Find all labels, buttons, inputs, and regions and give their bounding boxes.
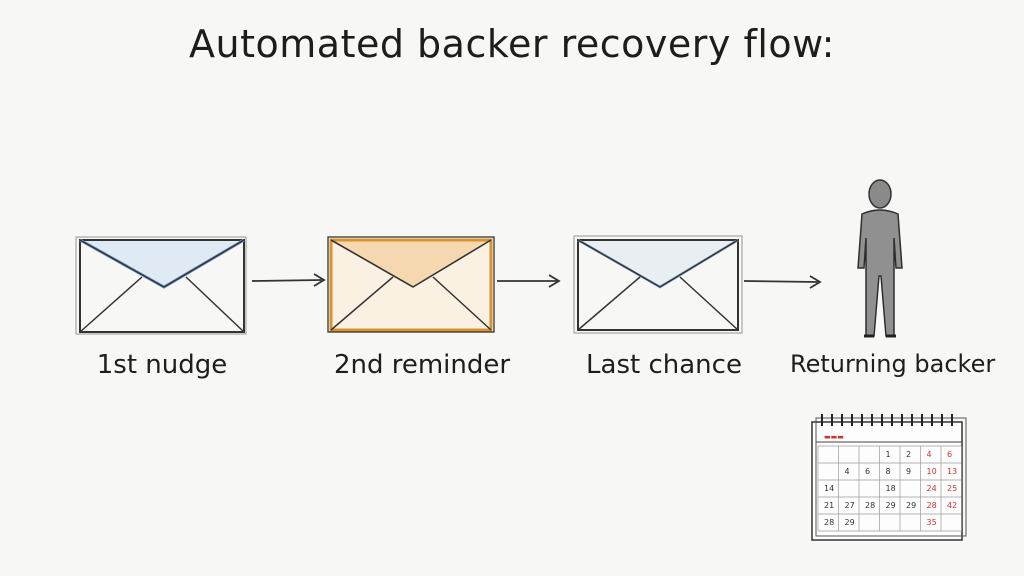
step-label-3: Last chance xyxy=(586,350,742,380)
calendar-day: 1 xyxy=(886,450,891,459)
arrow-2 xyxy=(497,274,561,288)
calendar-day: 42 xyxy=(947,501,957,510)
calendar-day: 9 xyxy=(906,467,911,476)
calendar-day: 28 xyxy=(824,518,834,527)
calendar-day: 13 xyxy=(947,467,957,476)
envelope-icon-step-3 xyxy=(573,235,743,334)
person-icon xyxy=(857,179,903,338)
calendar-day: 29 xyxy=(906,501,916,510)
calendar-day: 4 xyxy=(845,467,850,476)
calendar-day: 28 xyxy=(927,501,937,510)
calendar-day: 24 xyxy=(927,484,937,493)
calendar-day: 6 xyxy=(947,450,952,459)
envelope-icon-step-2 xyxy=(327,236,495,333)
arrow-3 xyxy=(743,275,822,289)
step-label-2: 2nd reminder xyxy=(333,350,511,380)
calendar-day: 27 xyxy=(845,501,855,510)
calendar-day: 21 xyxy=(824,501,834,510)
envelope-icon-step-1 xyxy=(75,236,247,335)
calendar-day: 6 xyxy=(865,467,870,476)
calendar-day: 18 xyxy=(886,484,896,493)
calendar-day: 2 xyxy=(906,450,911,459)
calendar-day: 35 xyxy=(927,518,937,527)
arrow-1 xyxy=(251,273,326,287)
calendar-day: 8 xyxy=(886,467,891,476)
calendar-day: 25 xyxy=(947,484,957,493)
calendar-day: 4 xyxy=(927,450,932,459)
step-label-4: Returning backer xyxy=(790,350,996,378)
calendar-day: 29 xyxy=(886,501,896,510)
calendar-day: 29 xyxy=(845,518,855,527)
svg-text:▬▬▬: ▬▬▬ xyxy=(824,433,844,441)
calendar-day: 14 xyxy=(824,484,834,493)
diagram-title: Automated backer recovery flow: xyxy=(189,22,835,66)
step-label-1: 1st nudge xyxy=(96,350,228,380)
calendar-day: 28 xyxy=(865,501,875,510)
calendar-day: 10 xyxy=(927,467,937,476)
